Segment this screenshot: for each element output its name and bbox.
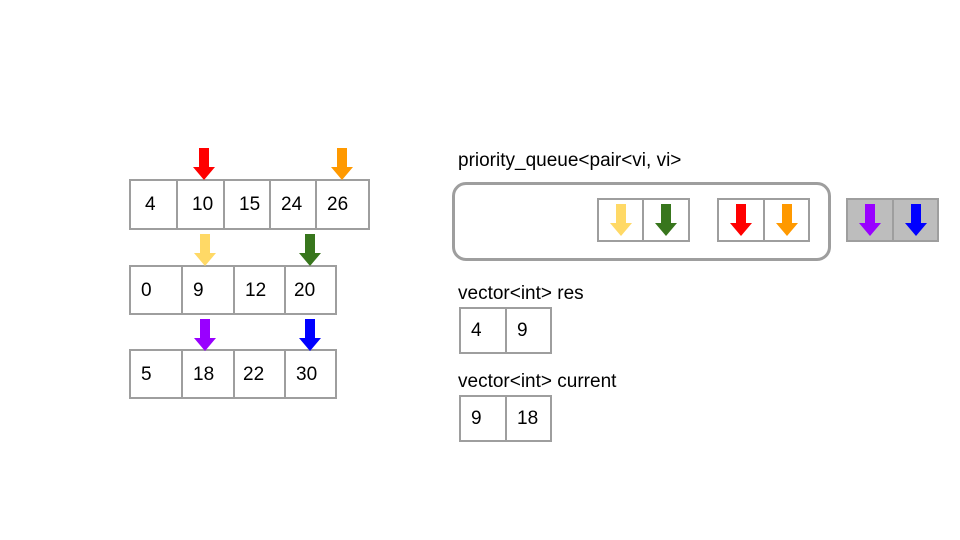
array-1-cell: 26 — [315, 179, 370, 230]
orange-pointer-arrow-icon — [331, 148, 353, 180]
current-cell: 18 — [505, 395, 552, 442]
priority-queue-label: priority_queue<pair<vi, vi> — [458, 150, 682, 171]
array-2-cell: 0 — [129, 265, 183, 315]
red-pointer-arrow-icon — [193, 148, 215, 180]
pq-pair-slot — [763, 198, 810, 242]
yellow-arrow-icon — [609, 204, 632, 236]
popped-pair-slot — [846, 198, 894, 242]
res-label: vector<int> res — [458, 283, 584, 304]
array-1-cell: 24 — [269, 179, 317, 230]
pq-pair-slot — [642, 198, 690, 242]
popped-pair-slot — [892, 198, 939, 242]
blue-arrow-icon — [904, 204, 927, 236]
green-pointer-arrow-icon — [299, 234, 321, 266]
pq-pair-slot — [597, 198, 644, 242]
purple-arrow-icon — [859, 204, 881, 236]
orange-arrow-icon — [775, 204, 798, 236]
blue-pointer-arrow-icon — [299, 319, 321, 351]
green-arrow-icon — [655, 204, 677, 236]
array-2-cell: 20 — [284, 265, 337, 315]
array-2-cell: 12 — [233, 265, 286, 315]
array-1-cell: 15 — [223, 179, 271, 230]
pq-pair-slot — [717, 198, 765, 242]
array-3-cell: 30 — [284, 349, 337, 399]
array-3-cell: 22 — [233, 349, 286, 399]
res-cell: 4 — [459, 307, 507, 354]
yellow-pointer-arrow-icon — [194, 234, 216, 266]
red-arrow-icon — [730, 204, 752, 236]
res-cell: 9 — [505, 307, 552, 354]
purple-pointer-arrow-icon — [194, 319, 216, 351]
current-cell: 9 — [459, 395, 507, 442]
array-3-cell: 5 — [129, 349, 183, 399]
array-1-cell: 4 — [129, 179, 178, 230]
current-label: vector<int> current — [458, 371, 617, 392]
array-3-cell: 18 — [181, 349, 235, 399]
array-2-cell: 9 — [181, 265, 235, 315]
array-1-cell: 10 — [176, 179, 225, 230]
